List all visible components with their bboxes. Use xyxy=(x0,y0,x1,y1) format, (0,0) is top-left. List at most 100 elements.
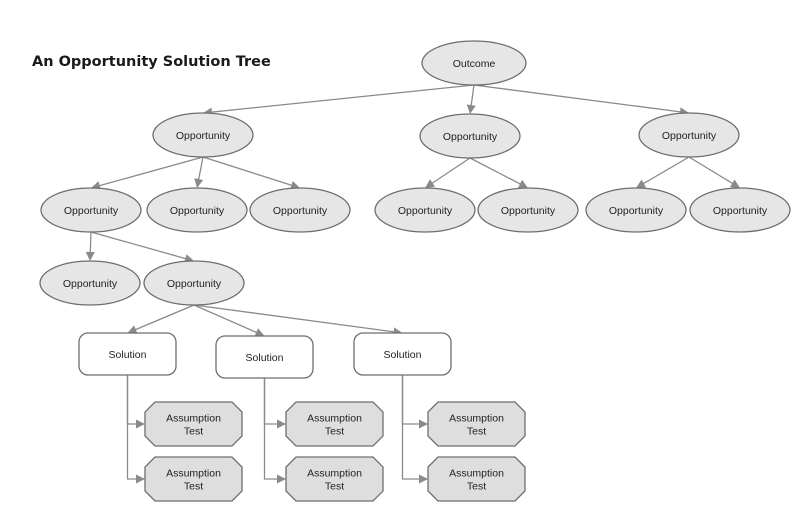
node-ellipse xyxy=(419,113,521,159)
arrowhead xyxy=(194,178,204,188)
node-label: Opportunity xyxy=(398,205,453,217)
node-label: Test xyxy=(325,481,344,493)
node-label: Test xyxy=(325,426,344,438)
arrowhead xyxy=(127,325,138,334)
opportunity-node-opp_b: Opportunity xyxy=(419,113,521,159)
node-octagon xyxy=(427,456,526,502)
opportunity-node-opp_c1: Opportunity xyxy=(585,187,687,233)
node-label: Opportunity xyxy=(609,205,664,217)
node-ellipse xyxy=(152,112,254,158)
node-label: Opportunity xyxy=(501,205,556,217)
edge-opp_c-to-opp_c2 xyxy=(688,156,740,188)
solution-node-solution_1: Solution xyxy=(78,332,177,376)
arrowhead xyxy=(254,328,265,337)
arrowhead xyxy=(85,251,95,261)
connector-line xyxy=(401,375,427,425)
arrowhead xyxy=(277,419,286,429)
connector-line xyxy=(473,84,688,114)
arrowhead xyxy=(517,179,528,188)
node-label: Opportunity xyxy=(273,205,328,217)
arrowhead xyxy=(136,419,145,429)
node-label: Assumption xyxy=(166,413,221,425)
node-label: Test xyxy=(184,426,203,438)
node-label: Assumption xyxy=(307,413,362,425)
edge-outcome-to-opp_b xyxy=(466,84,476,114)
arrowhead xyxy=(636,179,647,188)
connector-line xyxy=(129,304,195,333)
edge-solution_3-to-test_3b xyxy=(401,375,428,484)
edge-solution_3-to-test_3a xyxy=(401,375,428,429)
connector-line xyxy=(204,84,475,114)
opportunity-node-opp_a1_2: Opportunity xyxy=(143,260,245,306)
edge-solution_1-to-test_1a xyxy=(126,375,145,429)
arrowhead xyxy=(277,474,286,484)
arrowhead xyxy=(419,419,428,429)
node-label: Opportunity xyxy=(713,205,768,217)
opportunity-node-opp_a1: Opportunity xyxy=(40,187,142,233)
node-octagon xyxy=(285,456,384,502)
opportunity-node-opp_b1: Opportunity xyxy=(374,187,476,233)
node-label: Test xyxy=(184,481,203,493)
connector-line xyxy=(202,156,299,189)
node-ellipse xyxy=(638,112,740,158)
node-octagon xyxy=(285,401,384,447)
opportunity-node-opp_a: Opportunity xyxy=(152,112,254,158)
node-label: Opportunity xyxy=(64,205,119,217)
node-octagon xyxy=(144,401,243,447)
node-octagon xyxy=(144,456,243,502)
node-label: Opportunity xyxy=(662,130,717,142)
connector-line xyxy=(426,157,471,188)
arrowhead xyxy=(466,104,476,114)
edge-opp_a1_2-to-solution_2 xyxy=(193,304,265,337)
solution-node-solution_2: Solution xyxy=(215,335,314,379)
arrowhead xyxy=(729,179,740,188)
edges-layer xyxy=(85,84,740,484)
connector-line xyxy=(90,231,193,262)
opportunity-node-opp_c: Opportunity xyxy=(638,112,740,158)
node-label: Solution xyxy=(109,349,147,361)
solution-node-solution_3: Solution xyxy=(353,332,452,376)
opportunity-node-opp_a1_1: Opportunity xyxy=(39,260,141,306)
outcome-node-outcome: Outcome xyxy=(421,40,527,86)
node-ellipse xyxy=(40,187,142,233)
opportunity-node-opp_a2: Opportunity xyxy=(146,187,248,233)
edge-opp_a1_2-to-solution_1 xyxy=(127,304,195,334)
edge-opp_a1_2-to-solution_3 xyxy=(193,304,403,337)
connector-line xyxy=(401,375,427,480)
edge-opp_b-to-opp_b2 xyxy=(469,157,528,188)
edge-outcome-to-opp_a xyxy=(203,84,475,117)
arrowhead xyxy=(419,474,428,484)
opportunity-node-opp_b2: Opportunity xyxy=(477,187,579,233)
connector-line xyxy=(263,378,285,425)
node-label: Assumption xyxy=(449,413,504,425)
connector-line xyxy=(637,156,690,188)
edge-opp_a-to-opp_a1 xyxy=(91,156,204,190)
node-label: Solution xyxy=(384,349,422,361)
connector-line xyxy=(126,375,144,425)
node-ellipse xyxy=(143,260,245,306)
node-label: Solution xyxy=(246,352,284,364)
node-label: Opportunity xyxy=(443,131,498,143)
arrowhead xyxy=(136,474,145,484)
node-ellipse xyxy=(249,187,351,233)
node-label: Opportunity xyxy=(167,278,222,290)
connector-line xyxy=(688,156,739,188)
edge-opp_c-to-opp_c1 xyxy=(636,156,690,188)
node-ellipse xyxy=(585,187,687,233)
connector-line xyxy=(193,304,263,336)
connector-line xyxy=(193,304,401,334)
edge-solution_2-to-test_2a xyxy=(263,378,286,429)
node-label: Opportunity xyxy=(170,205,225,217)
connector-line xyxy=(126,375,144,480)
arrowhead xyxy=(425,179,435,188)
opportunity-node-opp_a3: Opportunity xyxy=(249,187,351,233)
node-label: Assumption xyxy=(307,468,362,480)
node-label: Assumption xyxy=(449,468,504,480)
node-ellipse xyxy=(477,187,579,233)
